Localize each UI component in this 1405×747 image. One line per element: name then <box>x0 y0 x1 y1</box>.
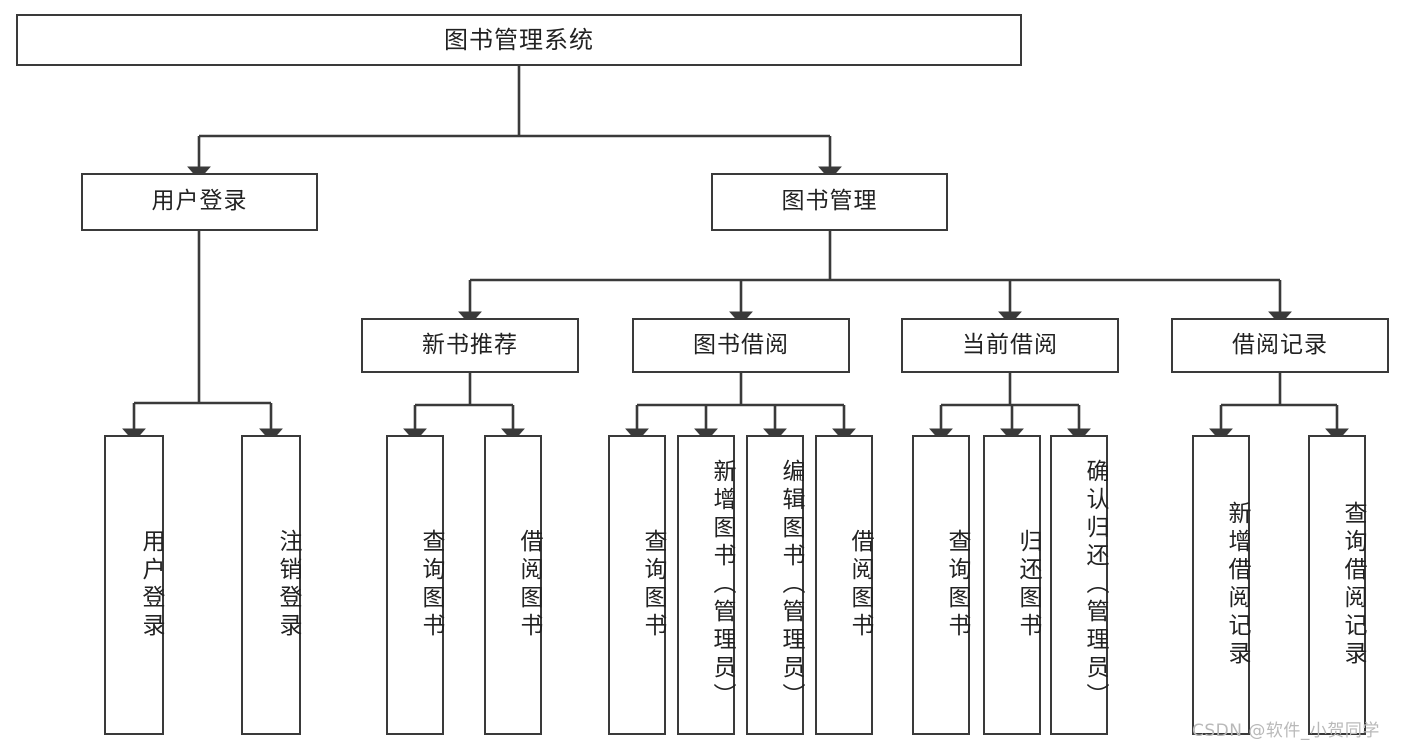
leaf-user-login[interactable]: 用户登录 <box>104 435 164 735</box>
node-user-login-label: 用户登录 <box>151 188 248 215</box>
node-new-book-recommend-label: 新书推荐 <box>422 331 518 358</box>
node-book-management[interactable]: 图书管理 <box>711 173 948 231</box>
watermark-text: CSDN @软件_小贺同学 <box>1192 721 1380 741</box>
leaf-query-book-newbook[interactable]: 查询图书 <box>386 435 444 735</box>
node-borrow-records[interactable]: 借阅记录 <box>1171 318 1389 373</box>
leaf-query-borrow-record-label: 查询借阅记录 <box>1340 501 1366 669</box>
leaf-add-book-admin[interactable]: 新增图书（管理员） <box>677 435 735 735</box>
leaf-query-borrow-record[interactable]: 查询借阅记录 <box>1308 435 1366 735</box>
leaf-return-book[interactable]: 归还图书 <box>983 435 1041 735</box>
leaf-query-book-borrow-label: 查询图书 <box>640 529 666 641</box>
leaf-query-book-borrow[interactable]: 查询图书 <box>608 435 666 735</box>
leaf-query-book-current-label: 查询图书 <box>944 529 970 641</box>
node-new-book-recommend[interactable]: 新书推荐 <box>361 318 579 373</box>
node-current-borrow[interactable]: 当前借阅 <box>901 318 1119 373</box>
leaf-add-borrow-record-label: 新增借阅记录 <box>1224 501 1250 669</box>
node-book-management-label: 图书管理 <box>781 188 878 215</box>
leaf-confirm-return-admin[interactable]: 确认归还（管理员） <box>1050 435 1108 735</box>
leaf-query-book-newbook-label: 查询图书 <box>418 529 444 641</box>
leaf-return-book-label: 归还图书 <box>1015 529 1041 641</box>
leaf-user-logout[interactable]: 注销登录 <box>241 435 301 735</box>
leaf-borrow-book[interactable]: 借阅图书 <box>815 435 873 735</box>
leaf-user-login-label: 用户登录 <box>138 529 164 641</box>
node-current-borrow-label: 当前借阅 <box>962 331 1058 358</box>
leaf-edit-book-admin-label: 编辑图书（管理员） <box>778 459 804 711</box>
leaf-edit-book-admin[interactable]: 编辑图书（管理员） <box>746 435 804 735</box>
leaf-borrow-book-newbook[interactable]: 借阅图书 <box>484 435 542 735</box>
leaf-confirm-return-admin-label: 确认归还（管理员） <box>1082 459 1108 711</box>
node-book-borrow-label: 图书借阅 <box>693 331 789 358</box>
leaf-borrow-book-label: 借阅图书 <box>847 529 873 641</box>
node-root-label: 图书管理系统 <box>444 25 594 54</box>
node-root[interactable]: 图书管理系统 <box>16 14 1022 66</box>
leaf-borrow-book-newbook-label: 借阅图书 <box>516 529 542 641</box>
node-user-login[interactable]: 用户登录 <box>81 173 318 231</box>
leaf-query-book-current[interactable]: 查询图书 <box>912 435 970 735</box>
leaf-add-borrow-record[interactable]: 新增借阅记录 <box>1192 435 1250 735</box>
node-book-borrow[interactable]: 图书借阅 <box>632 318 850 373</box>
leaf-add-book-admin-label: 新增图书（管理员） <box>709 459 735 711</box>
node-borrow-records-label: 借阅记录 <box>1232 331 1328 358</box>
leaf-user-logout-label: 注销登录 <box>275 529 301 641</box>
